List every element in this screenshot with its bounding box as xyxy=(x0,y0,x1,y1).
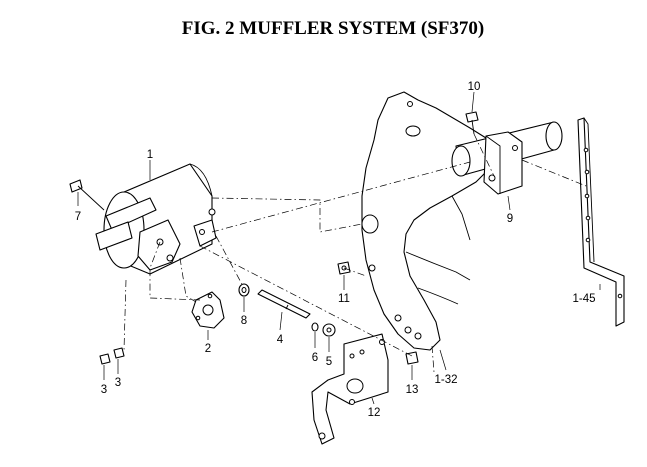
washer-part-8 xyxy=(238,283,250,297)
callout-labels: 1 2 3 3 4 5 6 7 8 9 10 11 12 13 1-32 1-4… xyxy=(75,81,596,419)
callout-1-32: 1-32 xyxy=(434,374,457,386)
tail-pipe-part-9 xyxy=(451,121,563,195)
nut-part-3-left xyxy=(99,353,111,365)
callout-5: 5 xyxy=(326,356,332,368)
figure-title: FIG. 2 MUFFLER SYSTEM (SF370) xyxy=(182,18,484,39)
strap-part-1-45 xyxy=(577,117,625,327)
frame-plate xyxy=(361,91,497,351)
callout-7: 7 xyxy=(75,211,81,223)
callout-2: 2 xyxy=(205,343,211,355)
callout-13: 13 xyxy=(406,384,419,396)
callout-10: 10 xyxy=(468,81,481,93)
muffler-part-1 xyxy=(95,163,217,275)
callout-4: 4 xyxy=(277,334,284,346)
bolt-part-7 xyxy=(69,179,105,211)
callout-3-right: 3 xyxy=(115,377,121,389)
callout-6: 6 xyxy=(312,352,318,364)
washer-part-6 xyxy=(311,322,319,332)
callout-3-left: 3 xyxy=(101,384,107,396)
alignment-lines xyxy=(123,133,587,373)
callout-9: 9 xyxy=(507,213,513,225)
bolt-part-13 xyxy=(405,351,419,365)
stud-bolt-part-4 xyxy=(257,289,311,319)
leader-lines xyxy=(77,91,601,405)
callout-8: 8 xyxy=(241,315,247,327)
callout-11: 11 xyxy=(338,293,350,305)
nut-part-3-right xyxy=(113,347,125,359)
callout-1-45: 1-45 xyxy=(572,293,595,305)
callout-12: 12 xyxy=(368,407,381,419)
bracket-part-12 xyxy=(311,333,389,445)
callout-1: 1 xyxy=(147,149,153,161)
bolt-part-10 xyxy=(465,111,479,135)
gasket-part-2 xyxy=(191,291,225,329)
nut-part-5 xyxy=(322,323,336,337)
